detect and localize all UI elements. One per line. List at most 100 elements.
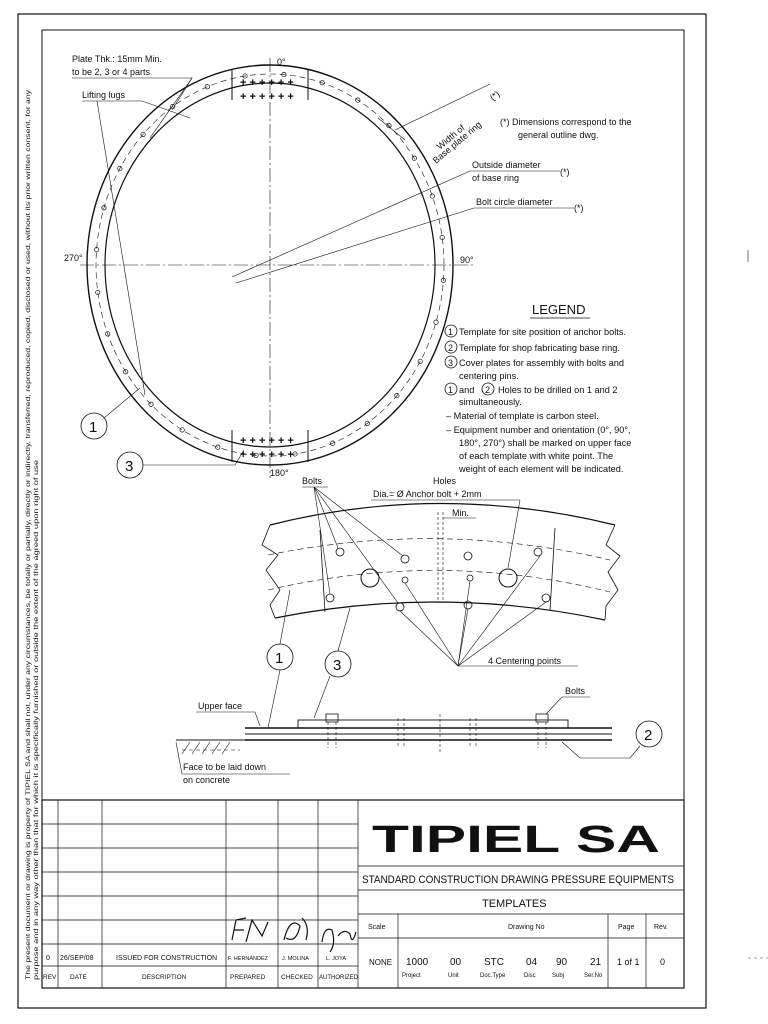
legend-item-6: – Equipment number and orientation (0°, … [446, 425, 631, 435]
rev-prepared: F. HERNANDEZ [228, 956, 269, 962]
legend-item-5: – Material of template is carbon steel. [446, 411, 599, 421]
header-scale: Scale [368, 924, 386, 931]
rev-date: 26/SEP/08 [60, 955, 94, 962]
legend-item-6c: of each template with white point. The [459, 451, 613, 461]
svg-text:+ + + + + +: + + + + + + [240, 435, 294, 447]
rev-description: ISSUED FOR CONSTRUCTION [116, 955, 217, 962]
base-ring-width-star: (*) [488, 89, 502, 103]
outside-diameter-note-line2: of base ring [472, 173, 519, 183]
bolt-hole [355, 97, 361, 103]
face-laid-note-line1: Face to be laid down [183, 762, 266, 772]
bolts-label-section: Bolts [565, 686, 586, 696]
drawing-title-1: STANDARD CONSTRUCTION DRAWING PRESSURE E… [362, 874, 674, 886]
legend: LEGEND 1 Template for site position of a… [444, 302, 631, 474]
bolt-hole [148, 401, 154, 407]
outside-diameter-note-line1: Outside diameter [472, 160, 541, 170]
rev-authorized: L. JOYA [326, 956, 346, 962]
bolt-hole [123, 369, 129, 375]
dimensions-note-line1: (*) Dimensions correspond to the [500, 117, 632, 127]
label-disc: Disc [524, 973, 536, 979]
header-rev: REV [43, 974, 57, 981]
value-rev: 0 [660, 957, 665, 967]
value-disc: 04 [526, 957, 538, 968]
bolt-hole [417, 358, 423, 364]
legend-title: LEGEND [532, 302, 585, 317]
dimensions-note-line2: general outline dwg. [518, 130, 599, 140]
title-block: 0 26/SEP/08 ISSUED FOR CONSTRUCTION F. H… [41, 799, 685, 989]
bolt-hole [411, 155, 417, 161]
value-doc-type: STC [484, 957, 504, 968]
header-checked: CHECKED [281, 974, 313, 981]
header-authorized: AUTHORIZED [319, 975, 359, 981]
outside-diameter-star: (*) [560, 167, 570, 177]
label-subj: Subj [552, 973, 564, 979]
label-ser-no: Ser.No [584, 973, 603, 979]
svg-text:+ + + + + +: + + + + + + [240, 449, 294, 461]
angle-0-label: 0° [277, 57, 286, 67]
lifting-lugs-note: Lifting lugs [82, 90, 126, 100]
svg-text:2: 2 [485, 385, 490, 395]
bolt-hole [215, 444, 221, 450]
header-rev-2: Rev. [654, 924, 668, 931]
header-description: DESCRIPTION [142, 974, 187, 981]
bolt-hole [179, 427, 185, 433]
bolt-hole [94, 247, 100, 253]
label-project: Project [402, 973, 421, 979]
callout-1-ring: 1 [89, 419, 97, 436]
legend-item-3: Cover plates for assembly with bolts and [459, 358, 624, 368]
legend-item-2: Template for shop fabricating base ring. [459, 343, 620, 353]
side-note-line2: purpose and in any way other than that f… [33, 459, 40, 980]
angle-90-label: 90° [460, 255, 474, 265]
legend-item-6d: weight of each element will be indicated… [458, 464, 623, 474]
bolt-hole [101, 205, 107, 211]
side-section-view: Bolts Upper face Face to be laid down on… [175, 686, 663, 785]
bolt-hole [281, 72, 287, 78]
value-ser-no: 21 [590, 957, 602, 968]
company-name: TIPIEL SA [372, 819, 660, 861]
legend-item-1: Template for site position of anchor bol… [459, 327, 626, 337]
header-page: Page [618, 924, 634, 931]
header-prepared: PREPARED [230, 974, 266, 981]
value-scale: NONE [369, 958, 392, 967]
svg-text:2: 2 [448, 343, 453, 353]
ring-bolt-holes [94, 72, 446, 458]
plate-thickness-note-line1: Plate Thk.: 15mm Min. [72, 54, 162, 64]
bolt-hole [394, 393, 400, 399]
rev-checked: J. MOLINA [282, 956, 309, 962]
svg-text:+ + + + + +: + + + + + + [240, 77, 294, 89]
svg-text:+ + + + + +: + + + + + + [240, 91, 294, 103]
min-clearance-label: Min. [452, 508, 469, 518]
legend-item-6b: 180°, 270°) shall be marked on upper fac… [459, 438, 631, 448]
bolt-hole [386, 123, 392, 129]
bolt-hole [204, 84, 210, 90]
header-date: DATE [70, 974, 88, 981]
label-doc-type: Doc.Type [480, 973, 506, 979]
callout-3-ring: 3 [125, 458, 133, 475]
angle-270-label: 270° [64, 253, 83, 263]
bolt-hole [319, 80, 325, 86]
ring-outer-edge [86, 64, 454, 466]
top-cover-plate: + + + + + + + + + + + + [231, 70, 309, 103]
sheet-outer-border [17, 13, 707, 1009]
legend-item-4: Holes to be drilled on 1 and 2 [498, 385, 618, 395]
upper-face-label: Upper face [198, 701, 242, 711]
bolt-hole [140, 131, 146, 137]
header-drawing-no: Drawing No [508, 924, 545, 931]
side-note: The present document or drawing is prope… [25, 89, 40, 980]
holes-diameter-note: Dia.= Ø Anchor bolt + 2mm [373, 489, 482, 499]
bolt-hole [253, 452, 259, 458]
bolt-circle-note: Bolt circle diameter [476, 197, 553, 207]
bolt-hole [242, 73, 248, 79]
rev-number: 0 [46, 955, 50, 962]
bolts-label: Bolts [302, 476, 323, 486]
bolt-hole [292, 451, 298, 457]
arc-detail-view: Bolts Holes Dia.= Ø Anchor bolt + 2mm Mi… [261, 476, 621, 729]
side-note-line1: The present document or drawing is prope… [25, 89, 32, 980]
bottom-cover-plate: + + + + + + + + + + + + [231, 430, 309, 462]
bolt-hole [330, 440, 336, 446]
bolt-hole [429, 193, 435, 199]
callout-1-detail: 1 [275, 650, 283, 667]
bolt-hole [117, 166, 123, 172]
legend-item-3b: centering pins. [459, 371, 519, 381]
